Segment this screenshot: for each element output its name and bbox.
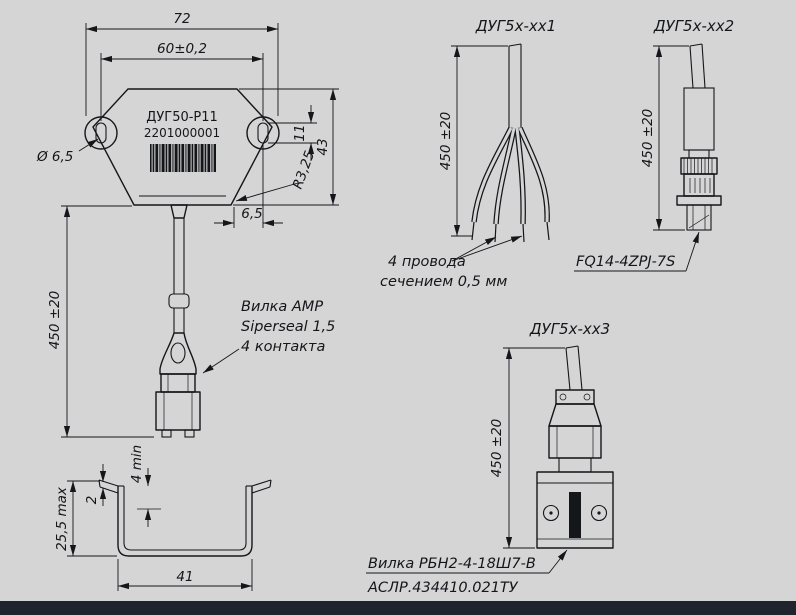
technical-drawing: ДУГ50-Р11 2201000001 72 60±0,2 43 11 R3,… — [36, 11, 734, 596]
note-amp-line2: Siperseal 1,5 — [241, 319, 335, 335]
pan-inner-wall — [123, 486, 247, 551]
connector-flange — [676, 195, 722, 206]
dimension-v2-cable-length: 450 ±20 — [640, 45, 689, 231]
housing-screw-left — [542, 504, 560, 522]
v2-connector-note: FQ14-4ZPJ-7S — [574, 231, 700, 272]
dim-4-min-text: 4 min — [129, 445, 145, 483]
main-cable-assembly — [155, 204, 201, 438]
device-body-outline — [92, 88, 273, 206]
wire-bundle — [471, 126, 550, 243]
dimension-main-cable-length: 450 ±20 — [47, 205, 154, 438]
note-v1-line2: сечением 0,5 мм — [380, 274, 507, 290]
dim-6-5-text: 6,5 — [241, 206, 262, 222]
note-v1-line1: 4 провода — [388, 254, 466, 270]
housing-screw-right — [590, 504, 608, 522]
bottom-bar — [0, 601, 796, 615]
dim-43-text: 43 — [315, 138, 331, 155]
left-slot-hole — [95, 122, 107, 144]
dim-2-text: 2 — [84, 496, 100, 505]
amp-connector-upper — [160, 373, 196, 393]
dimension-depth-min: 4 min — [129, 445, 152, 527]
housing-key-slot — [569, 492, 581, 538]
dimension-side-height: 25,5 max — [54, 480, 117, 557]
dim-25-5-text: 25,5 max — [54, 486, 70, 551]
dimension-height-43: 43 — [233, 88, 339, 206]
v1-wire-note: 4 провода сечением 0,5 мм — [380, 235, 523, 290]
dimension-hole-spacing: 60±0,2 — [100, 41, 264, 121]
variant-2: ДУГ5х-хх2 450 ±20 FQ14-4ZPJ-7S — [574, 17, 734, 272]
dimension-hole-diameter: Ø 6,5 — [36, 138, 99, 165]
dim-radius-text: R3,25 — [290, 149, 319, 192]
amp-connector-body — [155, 391, 201, 431]
dim-11-text: 11 — [292, 124, 308, 141]
dim-main-450-text: 450 ±20 — [47, 291, 63, 350]
variant-3: ДУГ5х-хх3 450 ±20 Вилка РБН2-4-18Ш7-В — [366, 320, 614, 596]
amp-connector-note: Вилка AMP Siperseal 1,5 4 контакта — [202, 299, 335, 374]
cable-grommet — [168, 293, 190, 309]
dim-v3-450-text: 450 ±20 — [489, 419, 505, 478]
dimension-hole-offset: 6,5 — [214, 145, 283, 228]
dimension-total-width: 72 — [85, 11, 279, 116]
dim-hole-dia-text: Ø 6,5 — [36, 149, 73, 165]
note-amp-line3: 4 контакта — [241, 339, 325, 355]
braided-sleeve — [683, 87, 715, 151]
coupling-nut — [680, 157, 718, 175]
variant-2-title: ДУГ5х-хх2 — [653, 17, 734, 35]
device-label: ДУГ50-Р11 — [146, 110, 218, 125]
v3-connector-note: Вилка РБН2-4-18Ш7-В АСЛР.434410.021ТУ — [366, 549, 568, 596]
dim-41-text: 41 — [176, 569, 193, 585]
dimension-v1-cable-length: 450 ±20 — [438, 45, 508, 237]
dimension-corner-radius: R3,25 — [235, 149, 319, 202]
pan-outer-wall — [117, 486, 253, 557]
dimension-side-width: 41 — [117, 559, 253, 591]
note-v3-label: Вилка РБН2-4-18Ш7-В — [368, 556, 536, 572]
clamp-adapter — [548, 403, 602, 427]
dim-v1-450-text: 450 ±20 — [438, 112, 454, 171]
note-v3-spec: АСЛР.434410.021ТУ — [367, 580, 519, 596]
dim-60-text: 60±0,2 — [157, 41, 207, 57]
dim-72-text: 72 — [173, 11, 190, 27]
dimension-v3-cable-length: 450 ±20 — [489, 347, 565, 549]
variant-3-title: ДУГ5х-хх3 — [529, 320, 610, 338]
variant-1-title: ДУГ5х-хх1 — [475, 17, 556, 35]
variant-1: ДУГ5х-хх1 450 ±20 4 провода — [380, 17, 556, 290]
main-top-view: ДУГ50-Р11 2201000001 — [84, 88, 280, 206]
barcode — [150, 144, 216, 172]
connector-neck — [558, 457, 592, 473]
connector-stub — [686, 204, 712, 231]
cable-clamp — [555, 389, 595, 405]
connector-shell — [683, 173, 715, 197]
connector-housing — [536, 471, 614, 549]
dimension-slot-11: 11 — [268, 105, 317, 161]
dimension-flange-thickness: 2 — [84, 464, 107, 506]
note-amp-line1: Вилка AMP — [241, 299, 323, 315]
device-serial: 2201000001 — [144, 126, 220, 140]
right-slot-hole — [257, 122, 269, 144]
strain-relief-boot — [159, 332, 197, 375]
side-view — [98, 479, 272, 557]
dim-v2-450-text: 450 ±20 — [640, 109, 656, 168]
note-v2-label: FQ14-4ZPJ-7S — [576, 254, 675, 270]
